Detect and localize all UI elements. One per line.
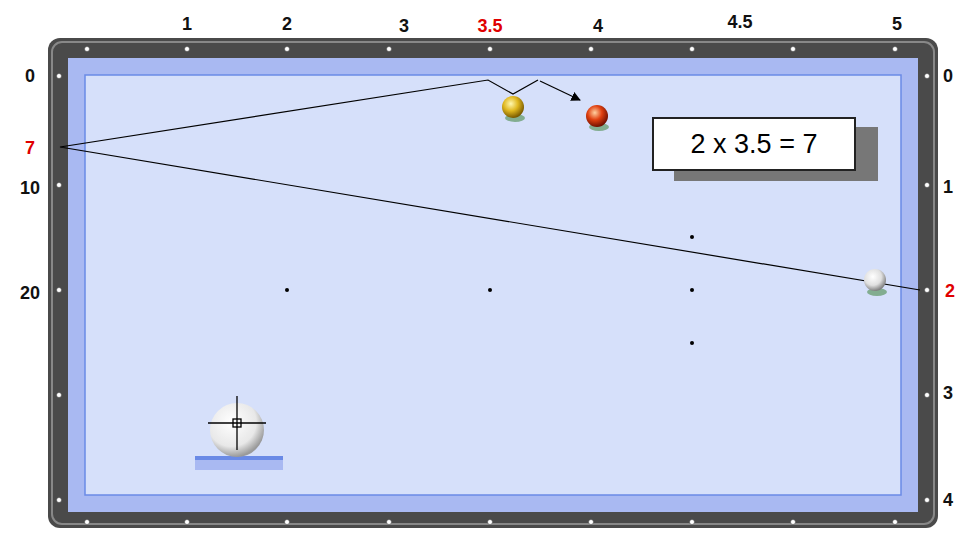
diamond-number: 2 [282,15,292,33]
diamond-number: 0 [25,67,35,85]
rail [48,38,938,528]
red-ball [586,105,608,127]
diamond-number: 1 [943,178,953,196]
spots [285,235,694,345]
diamond-number: 4 [943,491,953,509]
diamond-number: 4.5 [727,13,752,31]
cue-ball [864,269,886,291]
diamond-number: 7 [25,139,35,157]
yellow-ball [502,96,524,118]
diamonds [57,47,930,525]
cue-tip-point [233,419,241,427]
diamond-number: 3 [943,384,953,402]
diamond-number: 2 [945,282,955,300]
ball-path-arrow [540,81,580,100]
diamond-number: 5 [892,15,902,33]
diamond-number: 4 [593,17,603,35]
ball-path [60,80,920,290]
diamond-number: 0 [943,67,953,85]
diamond-number: 3 [399,17,409,35]
diamond-number: 1 [182,15,192,33]
diamond-number: 10 [20,179,40,197]
formula-text: 2 x 3.5 = 7 [691,128,818,160]
diamond-number: 20 [20,284,40,302]
cloth [85,75,901,495]
diamond-number: 3.5 [477,17,502,35]
formula-box: 2 x 3.5 = 7 [652,117,856,171]
